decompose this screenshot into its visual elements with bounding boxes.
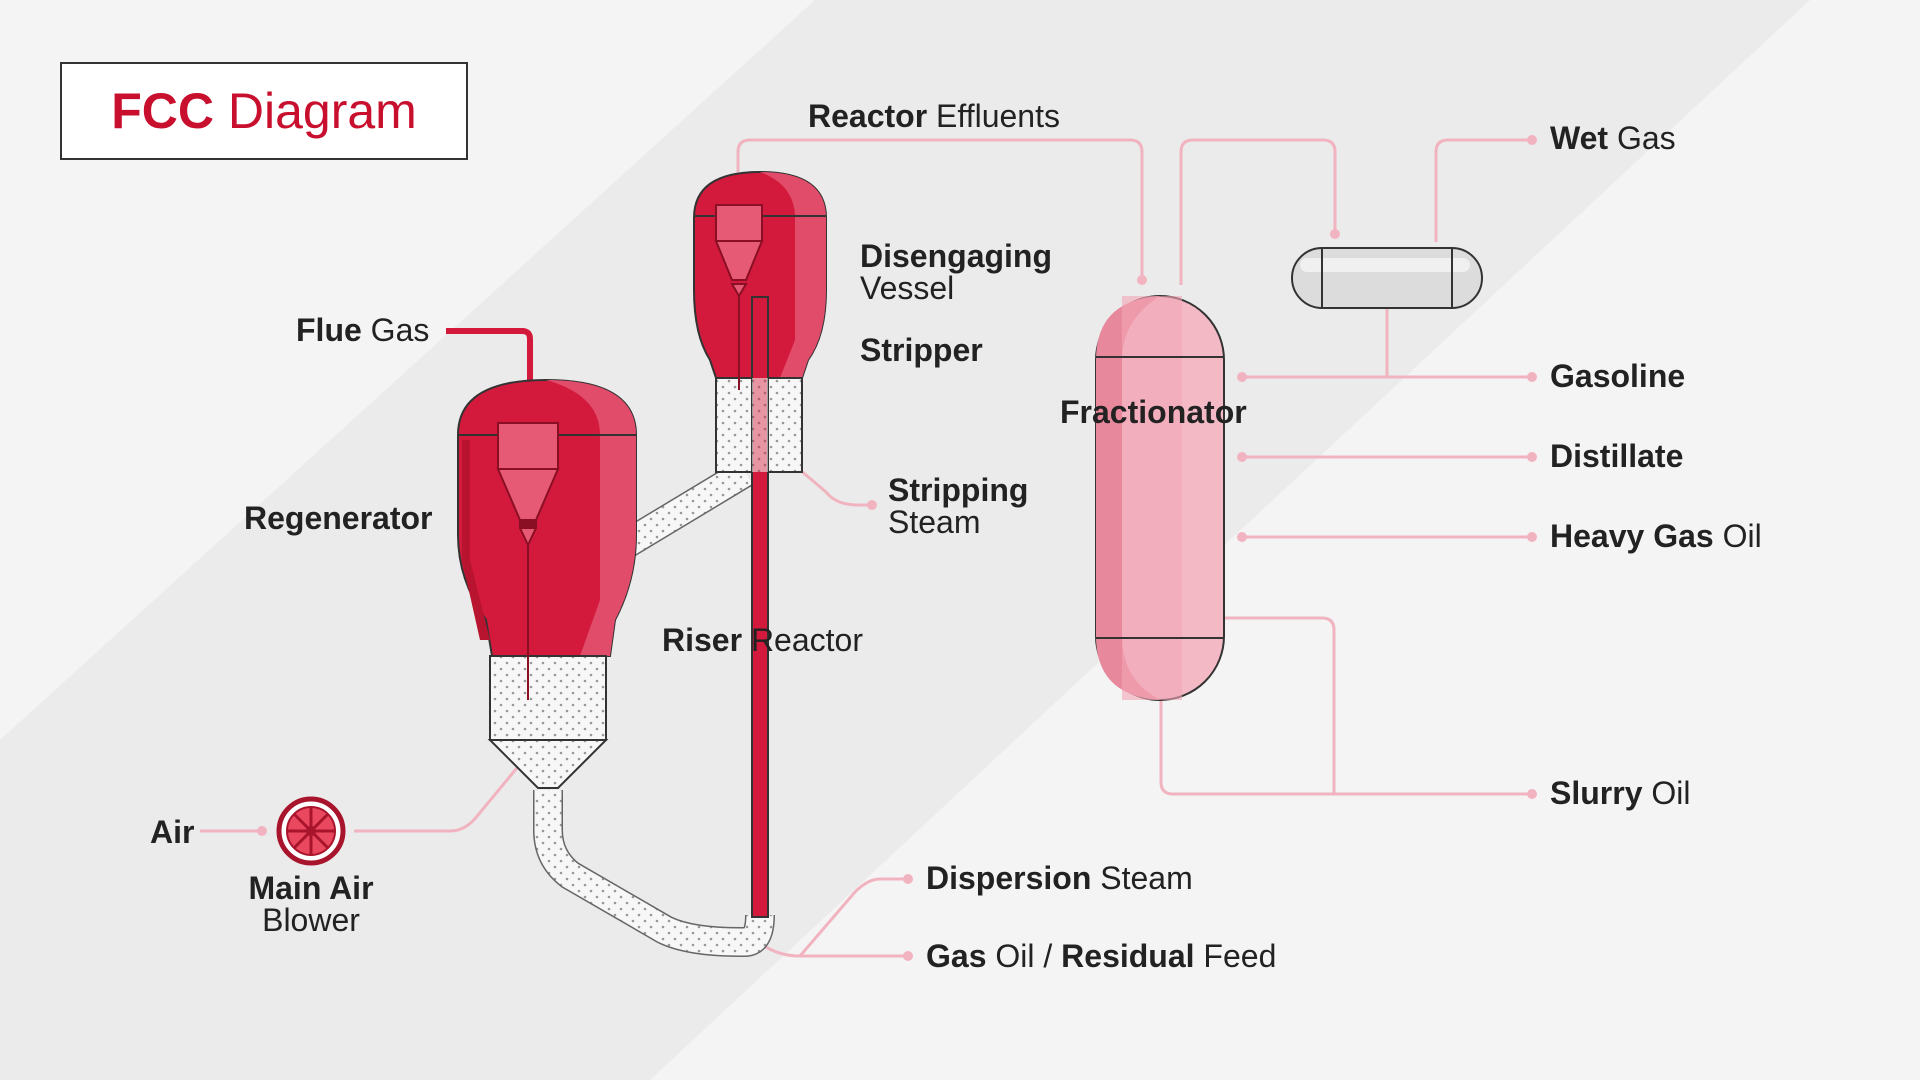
blower-to-regenerator-line: [354, 756, 528, 833]
wet-gas-drum: [1291, 247, 1483, 309]
slurry-oil-label: Slurry Oil: [1550, 775, 1691, 811]
main-air-blower-label: Main Air Blower: [248, 870, 374, 938]
overhead-line: [1179, 138, 1337, 285]
reactor-effluents-label: Reactor Effluents: [808, 98, 1060, 134]
heavy-gas-oil-label: Heavy Gas Oil: [1550, 518, 1762, 554]
disengaging-vessel-label: Disengaging Vessel: [860, 238, 1053, 306]
riser-reactor-label: Riser Reactor: [662, 622, 863, 658]
reactor-effluents-line: [736, 138, 1144, 280]
cyclone-icon: [496, 422, 560, 700]
title-box: FCC Diagram: [60, 62, 468, 160]
page-title: FCC Diagram: [111, 83, 417, 139]
air-label: Air: [150, 814, 195, 850]
stripping-steam-line: [799, 468, 872, 507]
wet-gas-line: [1434, 138, 1532, 242]
feed-label: Gas Oil / Residual Feed: [926, 938, 1277, 974]
connector-lines: [200, 138, 1532, 958]
regenerator-label: Regenerator: [244, 500, 433, 536]
distillate-label: Distillate: [1550, 438, 1684, 474]
blower-wheel-icon: [276, 796, 346, 866]
stripping-steam-label: Stripping Steam: [888, 472, 1029, 540]
dispersion-steam-line: [798, 877, 908, 957]
stripper-label: Stripper: [860, 332, 983, 368]
regenerated-catalyst-pipe: [533, 790, 775, 957]
dispersion-steam-label: Dispersion Steam: [926, 860, 1193, 896]
flue-gas-pipe: [446, 328, 533, 425]
flue-gas-label: Flue Gas: [296, 312, 430, 348]
slurry-oil-line: [1159, 700, 1532, 796]
riser-stripper-overlay: [752, 378, 768, 472]
slurry-side-line: [1224, 616, 1336, 793]
gasoline-label: Gasoline: [1550, 358, 1686, 394]
cyclone-icon: [714, 204, 764, 390]
connector-dots: [257, 135, 1537, 961]
fractionator-column: [1095, 295, 1225, 701]
wet-gas-label: Wet Gas: [1550, 120, 1676, 156]
fractionator-label: Fractionator: [1060, 394, 1247, 430]
